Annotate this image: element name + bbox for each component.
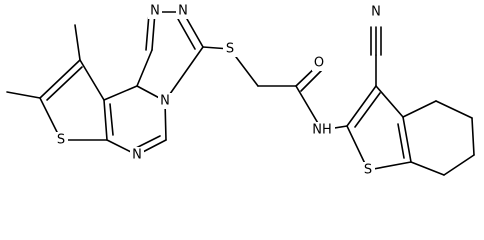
bond-cyhex-4 <box>443 154 475 176</box>
atom-labels: N N N N S S O NH N S <box>54 3 383 178</box>
bond-methyl-lower <box>6 91 41 99</box>
atom-s-thiophene-right: S <box>364 163 372 178</box>
bond-tri-n-c8-double <box>177 18 196 50</box>
bond-cyhex-1 <box>402 100 437 118</box>
bond-thio-c4-c3 <box>103 99 108 141</box>
bond-pyr-c4-inner <box>109 103 114 136</box>
bond-tri-c6-n-double <box>145 13 150 51</box>
bond-cyhex-5 <box>410 161 445 176</box>
bond-methyl-upper <box>74 24 81 61</box>
bond-thio-c1-c2-double <box>46 66 83 101</box>
atom-s-thiophene-left: S <box>57 133 65 148</box>
atom-o-carbonyl: O <box>314 56 324 71</box>
atom-n-pyrimidine: N <box>132 148 142 163</box>
bond-cyhex-3 <box>471 117 475 156</box>
bond-pyr-c5-c6 <box>136 49 153 87</box>
bond-rthio-c7a-c3a-double <box>397 123 405 159</box>
atom-nh-amide: NH <box>312 123 332 138</box>
atom-n-nitrile: N <box>371 5 381 20</box>
bond-rthio-c7a-c3a <box>402 116 412 163</box>
bond-co-o-double <box>300 69 323 92</box>
atom-n-bridge: N <box>160 94 170 109</box>
molecule-structure: N N N N S S O NH N S <box>6 3 475 178</box>
bonds <box>6 11 475 176</box>
bond-rthio-c2-c3 <box>346 85 377 127</box>
bond-rthio-c2-c3-double <box>354 92 381 128</box>
bond-cyhex-2 <box>435 100 473 119</box>
bond-rthio-c3-c3a <box>375 85 404 118</box>
bond-pyr-c7-n-double <box>135 135 161 149</box>
atom-n-triazole-right: N <box>178 4 188 19</box>
bond-thio-c2-c3 <box>79 59 105 101</box>
bond-thio-c1-c2 <box>39 59 81 99</box>
atom-s-thioether: S <box>226 42 234 57</box>
bond-pyr-c3-c5 <box>103 85 138 101</box>
atom-n-triazole-left: N <box>150 4 160 19</box>
bond-rthio-s-c7a <box>367 161 412 171</box>
bond-tri-c8-nbridge <box>164 46 204 102</box>
